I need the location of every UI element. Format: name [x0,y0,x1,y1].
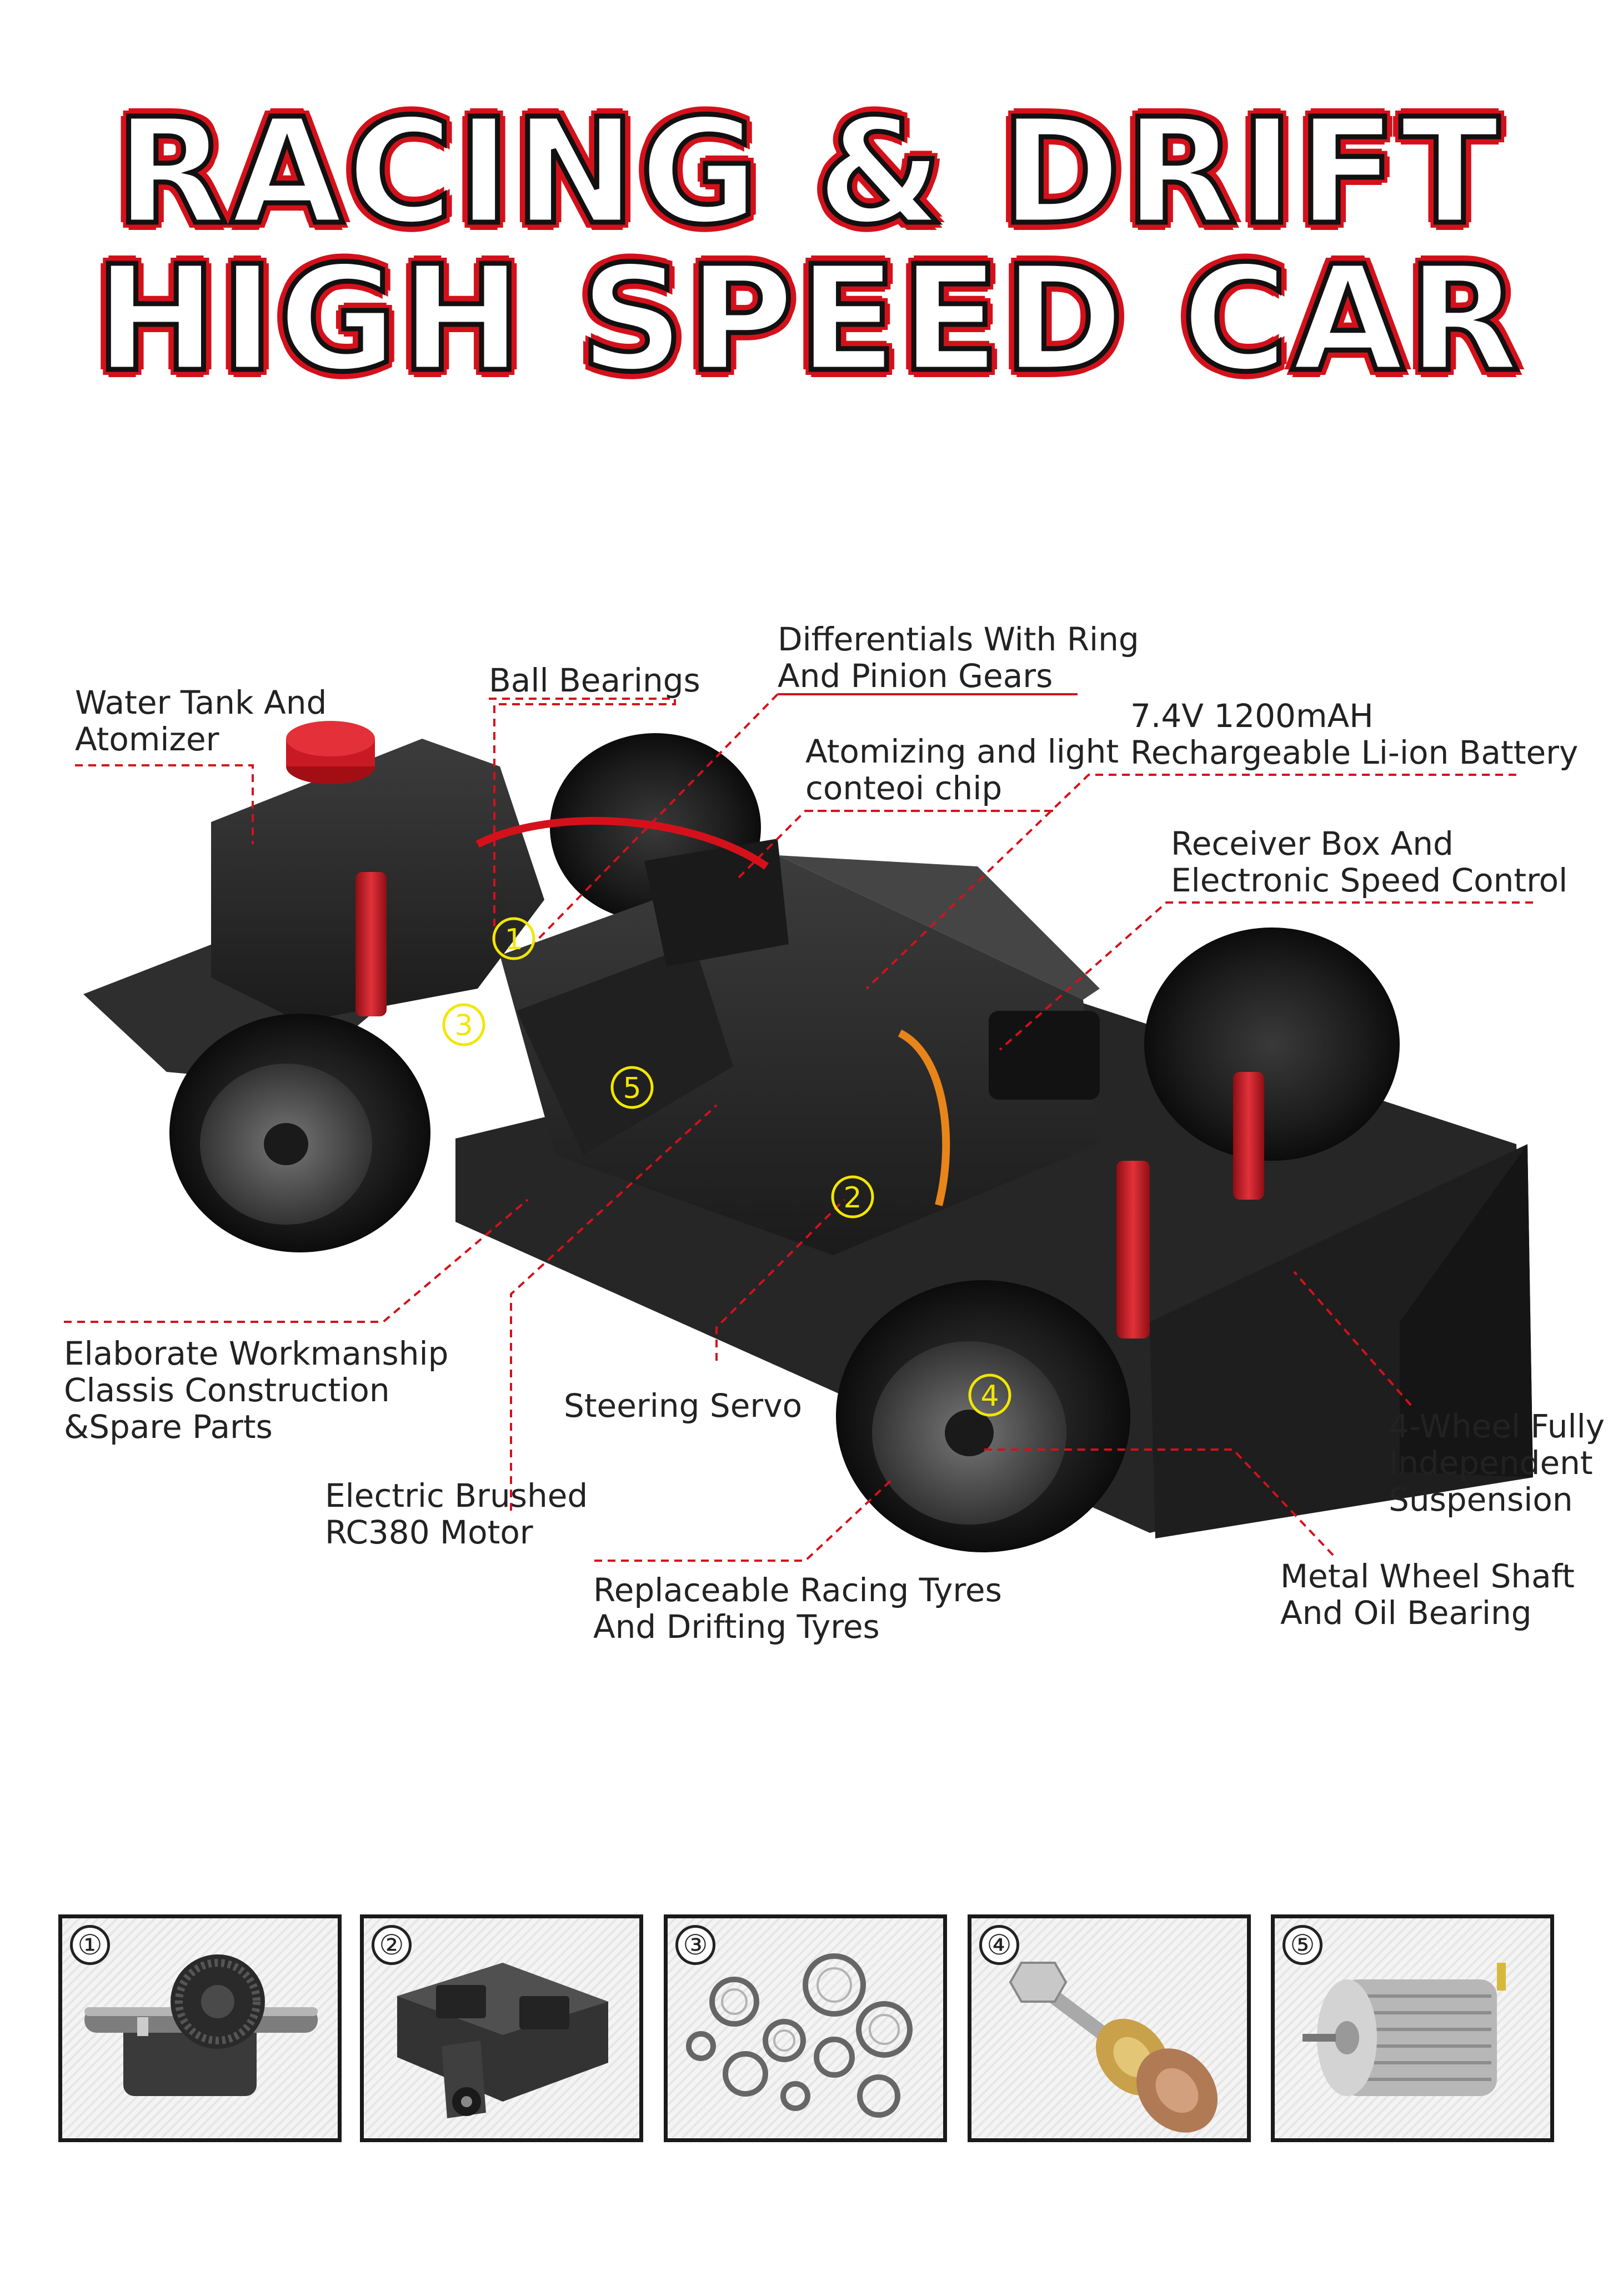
label-wheel-shaft-line-2: And Oil Bearing [1280,1594,1532,1632]
marker-3 [442,1003,485,1046]
label-differentials-line-1: Differentials With Ring [778,620,1139,658]
label-motor-line-1: Electric Brushed [325,1477,588,1515]
rear-shock [355,872,387,1016]
marker-5-digit: 5 [623,1072,641,1105]
label-suspension-line-1: 4-Wheel Fully [1389,1407,1605,1445]
label-battery-line-1: 7.4V 1200mAH [1130,697,1374,735]
label-motor: Electric Brushed RC380 Motor [325,1477,588,1551]
callout-markers [442,917,1011,1417]
leader-workmanship [64,1199,529,1323]
leader-atomizing [738,810,1055,879]
ball-bearings-icon [686,1953,913,2118]
thumbnail-ball-bearings: ③ [664,1914,947,2142]
marker-5 [610,1066,654,1109]
thumbnail-brushed-motor: ⑤ [1271,1914,1554,2142]
leader-wheel-shaft [983,1448,1334,1556]
label-steering-servo-line-1: Steering Servo [564,1387,803,1425]
water-tank-cap [286,721,375,784]
leader-tyres [594,1476,895,1562]
leader-servo [715,1199,845,1361]
marker-4 [968,1373,1011,1417]
brushed-motor-icon [1303,1963,1506,2096]
label-suspension: 4-Wheel Fully Independent Suspension [1389,1408,1605,1518]
label-motor-line-2: RC380 Motor [325,1513,533,1551]
label-suspension-line-2: Independent [1389,1444,1593,1482]
label-water-tank-line-1: Water Tank And [75,684,327,721]
label-workmanship: Elaborate Workmanship Classis Constructi… [64,1335,448,1445]
label-battery: 7.4V 1200mAH Rechargeable Li-ion Battery [1130,698,1578,771]
thumbnail-number-4: ④ [979,1925,1019,1965]
label-differentials: Differentials With Ring And Pinion Gears [778,621,1139,694]
label-battery-line-2: Rechargeable Li-ion Battery [1130,734,1579,771]
label-atomizing-chip-line-2: conteoi chip [805,769,1003,807]
label-suspension-line-3: Suspension [1389,1481,1573,1518]
label-water-tank: Water Tank And Atomizer [75,684,327,758]
marker-4-digit: 4 [980,1380,999,1413]
label-differentials-line-2: And Pinion Gears [778,657,1053,695]
leader-battery [865,774,1516,990]
wire-servo [898,1029,950,1206]
marker-2-digit: 2 [843,1181,861,1215]
label-tyres: Replaceable Racing Tyres And Drifting Ty… [593,1572,1002,1645]
marker-1-digit: 1 [504,923,523,956]
thumbnail-number-1: ① [70,1925,110,1965]
rear-left-wheel [169,1014,430,1252]
marker-1 [492,917,535,960]
title-line-1: RACING & DRIFT [113,87,1503,257]
title-line-2: HIGH SPEED CAR [93,234,1523,404]
wheel-shaft-icon [1009,1962,1218,2133]
label-receiver-box-line-2: Electronic Speed Control [1171,861,1568,899]
thumbnail-steering-servo: ② [360,1914,643,2142]
label-ball-bearings-line-1: Ball Bearings [489,661,700,699]
label-workmanship-line-2: Classis Construction [64,1371,390,1409]
thumbnail-number-5: ⑤ [1283,1925,1323,1965]
leader-lines [64,693,1533,1562]
marker-2 [831,1175,874,1219]
front-shock-right [1233,1072,1264,1200]
thumbnail-differential: ① [58,1914,342,2142]
thumbnail-number-3: ③ [675,1925,715,1965]
label-atomizing-chip-line-1: Atomizing and light [805,733,1119,770]
leader-ball-bearings [489,698,676,944]
leader-water-tank [75,764,254,844]
label-atomizing-chip: Atomizing and light conteoi chip [805,733,1119,806]
label-water-tank-line-2: Atomizer [75,720,219,758]
marker-3-digit: 3 [454,1009,473,1042]
thumbnail-number-2: ② [372,1925,412,1965]
leader-motor [510,1104,718,1511]
label-wheel-shaft: Metal Wheel Shaft And Oil Bearing [1280,1558,1575,1631]
front-left-wheel [836,1280,1130,1552]
chassis-body [211,739,1100,1255]
label-tyres-line-2: And Drifting Tyres [593,1608,880,1646]
differential-gear-icon [84,1954,318,2096]
label-steering-servo: Steering Servo [564,1387,802,1424]
label-wheel-shaft-line-1: Metal Wheel Shaft [1280,1557,1575,1595]
label-ball-bearings: Ball Bearings [489,662,700,699]
label-receiver-box: Receiver Box And Electronic Speed Contro… [1171,825,1567,899]
label-receiver-box-line-1: Receiver Box And [1171,825,1454,863]
leader-differentials [532,693,1078,945]
car-chassis-diagram: 1 2 3 4 5 [64,693,1533,1562]
leader-suspension [1293,1271,1412,1406]
label-workmanship-line-1: Elaborate Workmanship [64,1335,449,1372]
wire-harness [475,816,769,870]
steering-servo-icon [397,1963,608,2118]
label-tyres-line-1: Replaceable Racing Tyres [593,1571,1002,1609]
front-right-tyre [1144,928,1400,1161]
leader-receiver [999,901,1533,1051]
label-workmanship-line-3: &Spare Parts [64,1408,273,1446]
thumbnail-wheel-shaft: ④ [968,1914,1251,2142]
front-shock-left [1116,1161,1150,1339]
